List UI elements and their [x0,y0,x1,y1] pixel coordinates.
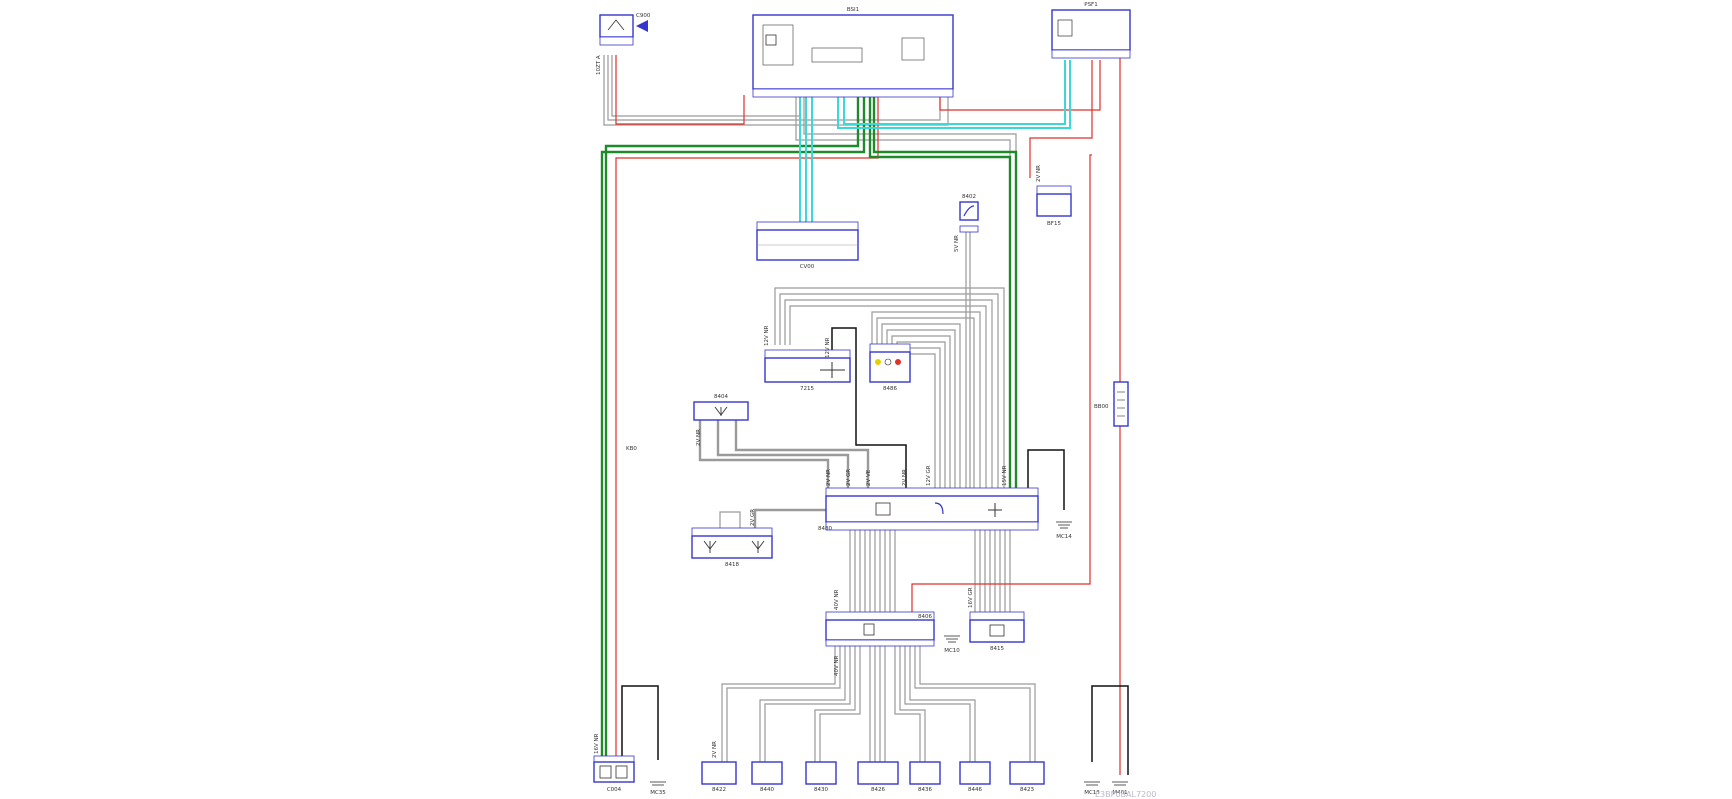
8430-label: 8430 [814,787,828,793]
8426-label: 8426 [871,787,885,793]
8480-pins-e: 12V GR [926,465,932,486]
8406-pins-bot: 40V NR [834,655,840,676]
component-psf: PSF1 [1051,2,1131,59]
wires-red [615,48,1121,775]
component-bsi: BSI1 [752,7,954,98]
speaker-8430: 8430 [805,761,837,793]
mc13-label: MC13 [1084,790,1100,796]
8422-label: 8422 [712,787,726,793]
c004-pins: 16V NR [594,733,600,754]
wires-gray [603,55,1036,762]
component-8480: 8480 2V NR 2V GR 2V VE 2V NR 12V GR 15V … [818,465,1039,532]
bf15-pins: 2V NR [1036,165,1042,182]
ground-mc35: MC35 [650,781,666,796]
8480-pins-f: 15V NR [1002,465,1008,486]
8436-label: 8436 [918,787,932,793]
8415-pins: 16V GR [968,587,974,608]
ground-mc14: MC14 [1056,521,1072,540]
8406-label: 8406 [918,614,932,620]
component-8406: 8406 40V NR 40V NR [825,589,935,676]
8440-label: 8440 [760,787,774,793]
speaker-8423: 8423 [1009,761,1045,793]
8418-pins: 2V GR [750,509,756,526]
component-8418: 8418 2V GR [691,509,773,568]
8446-label: 8446 [968,787,982,793]
mc10-label: MC10 [944,648,960,654]
8480-pins-d: 2V NR [902,469,908,486]
7215-pins-b: 12V NR [825,337,831,358]
bsi-label: BSI1 [847,7,859,13]
8480-pins-b: 2V GR [846,469,852,486]
wires-cyan [799,60,1071,222]
component-bb00: BB00 [1094,381,1129,427]
component-7215: 7215 12V NR 12V NR [764,325,851,392]
speaker-8440: 8440 [751,761,783,793]
wire-tag-red: KB0 [626,446,637,452]
component-c004: C004 16V NR [593,733,635,793]
8404-pins: 2V NR [696,429,702,446]
mc14-label: MC14 [1056,534,1072,540]
8406-pins-top: 40V NR [834,589,840,610]
mc35-label: MC35 [650,790,666,796]
8423-label: 8423 [1020,787,1034,793]
c900-pin-label: 10ZT A [596,55,602,75]
c004-label: C004 [607,787,622,793]
component-c900: C900 10ZT A [596,13,651,75]
wires-black [621,327,1129,775]
speaker-pins: 2V NR [712,741,718,758]
c900-label: C900 [636,13,651,19]
bb00-label: BB00 [1094,404,1109,410]
8480-pins-a: 2V NR [826,469,832,486]
7215-label: 7215 [800,386,814,392]
psf-label: PSF1 [1084,2,1097,8]
component-bf15: BF15 2V NR [1036,165,1072,227]
speaker-8422: 8422 2V NR [701,741,737,793]
component-8402: 8402 5V NR [954,194,979,252]
component-8404: 8404 2V NR [693,394,749,446]
8415-label: 8415 [990,646,1004,652]
component-cv00: CV00 [756,221,859,270]
component-8415: 8415 16V GR [968,587,1025,652]
speaker-8426: 8426 [857,761,899,793]
ground-m401: M401 [1112,781,1128,796]
8480-label: 8480 [818,526,832,532]
cv00-label: CV00 [800,264,815,270]
ground-mc10: MC10 [944,635,960,654]
wires-green [600,95,1018,762]
8402-pins: 5V NR [954,235,960,252]
m401-label: M401 [1112,790,1127,796]
7215-pins-a: 12V NR [764,325,770,346]
ground-mc13: MC13 [1084,781,1100,796]
8486-label: 8486 [883,386,897,392]
8402-label: 8402 [962,194,976,200]
bf15-label: BF15 [1047,221,1061,227]
8418-label: 8418 [725,562,739,568]
8404-label: 8404 [714,394,728,400]
speaker-8446: 8446 [959,761,991,793]
8480-pins-c: 2V VE [866,469,872,486]
speaker-8436: 8436 [909,761,941,793]
watermark: E3BP0BAL7200 [1095,790,1156,799]
component-8486: 8486 [869,343,911,392]
